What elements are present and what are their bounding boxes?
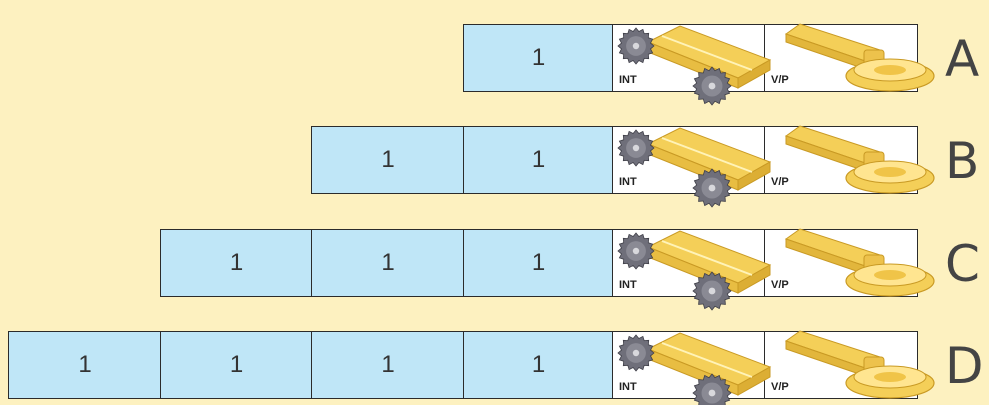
vp-cell: V/P <box>764 24 918 92</box>
segment-cell: 1 <box>463 331 614 399</box>
segment-cell: 1 <box>463 24 614 92</box>
segment-value: 1 <box>531 44 546 71</box>
diagram-row-b: 1 1 INT V/P B <box>0 125 989 208</box>
diagram-row-a: 1 INT V/P A <box>0 23 989 106</box>
int-cell: INT <box>612 331 766 399</box>
segment-value: 1 <box>229 249 244 276</box>
vp-cell: V/P <box>764 229 918 297</box>
segment-cell: 1 <box>463 126 614 194</box>
segment-value: 1 <box>531 249 546 276</box>
vp-label: V/P <box>771 74 789 86</box>
segment-cell: 1 <box>311 126 465 194</box>
int-label: INT <box>619 74 637 86</box>
int-label: INT <box>619 381 637 393</box>
segment-cell: 1 <box>463 229 614 297</box>
segment-cell: 1 <box>311 331 465 399</box>
segment-cell: 1 <box>160 229 313 297</box>
diagram-row-d: 1 1 1 1 INT V/P D <box>0 330 989 405</box>
segment-cell: 1 <box>8 331 162 399</box>
segment-value: 1 <box>381 249 395 276</box>
row-label-d: D <box>945 337 984 395</box>
int-cell: INT <box>612 126 766 194</box>
int-cell: INT <box>612 24 766 92</box>
row-label-b: B <box>945 132 980 190</box>
vp-label: V/P <box>771 279 789 291</box>
diagram-row-c: 1 1 1 INT V/P C <box>0 228 989 311</box>
segment-value: 1 <box>531 146 546 173</box>
row-label-c: C <box>945 235 980 293</box>
vp-label: V/P <box>771 176 789 188</box>
row-label-a: A <box>945 30 980 88</box>
int-cell: INT <box>612 229 766 297</box>
vp-cell: V/P <box>764 126 918 194</box>
segment-value: 1 <box>531 351 546 378</box>
vp-cell: V/P <box>764 331 918 399</box>
int-label: INT <box>619 176 637 188</box>
segment-cell: 1 <box>311 229 465 297</box>
segment-value: 1 <box>229 351 244 378</box>
segment-cell: 1 <box>160 331 313 399</box>
int-label: INT <box>619 279 637 291</box>
vp-label: V/P <box>771 381 789 393</box>
segment-value: 1 <box>78 351 92 378</box>
segment-value: 1 <box>381 146 395 173</box>
segment-value: 1 <box>381 351 395 378</box>
